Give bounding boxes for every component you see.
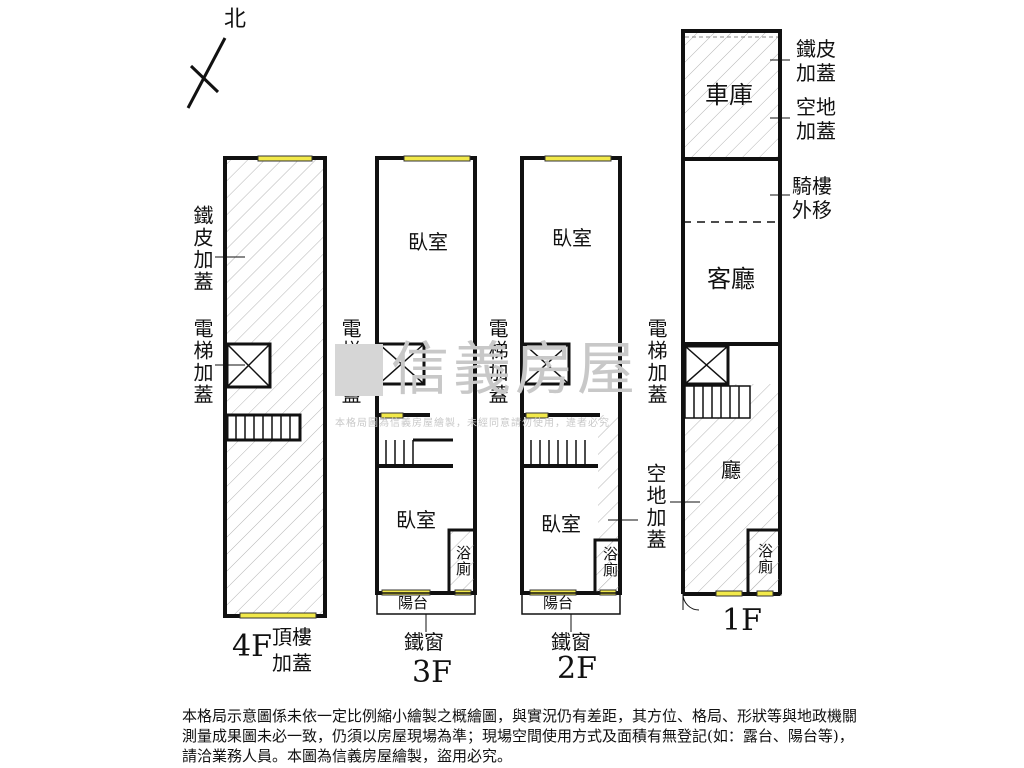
- north-arrow-icon: [186, 37, 227, 109]
- label-2f-iron-window: 鐵窗: [551, 630, 591, 654]
- label-1f-hall: 廳: [721, 458, 741, 482]
- label-4f-floor: 4F: [232, 629, 272, 664]
- watermark-subtext: 本格局圖為信義房屋繪製，未經同意請勿使用，違者必究: [335, 418, 610, 429]
- label-4f-roof: 頂樓加蓋: [272, 625, 312, 675]
- floor-1f-plan: [670, 29, 790, 611]
- label-3f-floor: 3F: [412, 655, 452, 690]
- label-2f-elevator: 電梯加蓋: [485, 318, 509, 406]
- north-label: 北: [224, 7, 247, 32]
- label-1f-bath: 浴廁: [756, 543, 774, 575]
- label-1f-floor: 1F: [722, 603, 762, 638]
- label-1f-garage: 車庫: [705, 81, 753, 109]
- disclaimer-text: 本格局示意圖係未依一定比例縮小繪製之概繪圖，與實況仍有差距，其方位、格局、形狀等…: [182, 707, 858, 765]
- floor-4f-plan: [215, 155, 327, 619]
- label-1f-open-space: 空地加蓋: [796, 95, 836, 143]
- label-4f-steel-roof: 鐵皮加蓋: [190, 205, 214, 293]
- label-3f-bedroom-bottom: 臥室: [396, 508, 436, 532]
- label-2f-open-space: 空地加蓋: [643, 463, 667, 551]
- label-3f-balcony: 陽台: [398, 594, 429, 612]
- floor-3f-plan: [375, 155, 477, 632]
- label-2f-bedroom-top: 臥室: [552, 226, 592, 250]
- watermark-text: 信義房屋: [391, 335, 640, 403]
- label-2f-floor: 2F: [557, 651, 597, 686]
- label-4f-elevator: 電梯加蓋: [190, 318, 214, 406]
- label-1f-steel-roof: 鐵皮加蓋: [796, 37, 836, 85]
- label-3f-bedroom-top: 臥室: [408, 230, 448, 254]
- watermark-logo-icon: [335, 344, 383, 396]
- label-2f-bath: 浴廁: [601, 546, 619, 578]
- label-3f-iron-window: 鐵窗: [404, 630, 444, 654]
- label-2f-bedroom-bottom: 臥室: [541, 512, 581, 536]
- label-1f-elevator: 電梯加蓋: [644, 318, 668, 406]
- label-3f-bath: 浴廁: [454, 545, 472, 577]
- floor-2f-plan: [520, 155, 638, 632]
- label-2f-balcony: 陽台: [543, 594, 574, 612]
- label-1f-living: 客廳: [707, 265, 755, 293]
- label-1f-arcade: 騎樓外移: [792, 174, 832, 222]
